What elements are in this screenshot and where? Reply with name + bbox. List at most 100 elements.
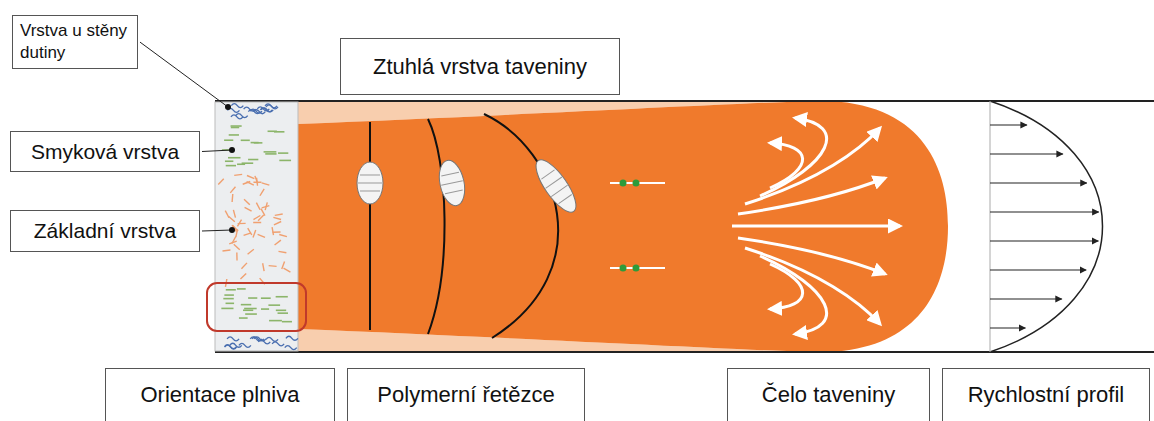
label-text: Vrstva u stěny dutiny bbox=[20, 20, 130, 64]
core-fibre bbox=[265, 202, 267, 210]
core-fibre bbox=[233, 210, 235, 218]
leader-dot bbox=[229, 227, 235, 233]
shear-fibre bbox=[243, 309, 253, 311]
core-fibre bbox=[275, 240, 281, 245]
core-fibre bbox=[273, 231, 281, 233]
shear-fibre bbox=[225, 160, 233, 162]
leader-dot bbox=[225, 104, 231, 110]
shear-fibre bbox=[274, 131, 284, 133]
shear-fibre bbox=[282, 321, 292, 323]
core-fibre bbox=[244, 199, 250, 205]
cross-section-panel bbox=[215, 102, 298, 351]
core-fibre bbox=[234, 174, 242, 175]
leader-line bbox=[140, 42, 228, 107]
core-fibre bbox=[240, 273, 246, 279]
core-fibre bbox=[274, 221, 281, 224]
shear-fibre bbox=[265, 153, 276, 155]
wall-fibre bbox=[272, 342, 284, 346]
wall-fibre bbox=[236, 114, 248, 118]
label-box: Smyková vrstva bbox=[10, 131, 200, 172]
core-fibre bbox=[253, 230, 256, 238]
shear-fibre bbox=[254, 142, 263, 144]
core-fibre bbox=[263, 263, 264, 271]
shear-fibre bbox=[231, 127, 239, 129]
core-fibre bbox=[237, 220, 241, 227]
shear-fibre bbox=[223, 298, 233, 300]
wall-fibre bbox=[266, 337, 278, 341]
core-fibre bbox=[244, 233, 252, 235]
label-box: Základní vrstva bbox=[10, 210, 200, 252]
label-text: Smyková vrstva bbox=[31, 140, 179, 164]
shear-fibre bbox=[226, 165, 236, 167]
shear-fibre bbox=[237, 288, 246, 290]
core-fibre bbox=[232, 237, 236, 244]
tracer-particles bbox=[610, 180, 665, 272]
shear-fibre bbox=[224, 294, 234, 296]
label-box: Rychlostní profil bbox=[942, 368, 1150, 421]
core-fibre bbox=[253, 215, 260, 219]
leader-line bbox=[202, 150, 232, 152]
shear-fibre bbox=[226, 303, 235, 305]
label-text: Čelo taveniny bbox=[762, 382, 895, 408]
core-fibre bbox=[222, 249, 230, 251]
shear-fibre bbox=[248, 159, 258, 161]
shear-fibre bbox=[245, 313, 257, 315]
shear-fibre bbox=[239, 317, 248, 319]
wall-fibre bbox=[231, 104, 243, 108]
polymer-chain bbox=[357, 162, 383, 204]
core-fibre bbox=[218, 179, 224, 185]
wall-fibre bbox=[244, 107, 256, 111]
leader-line bbox=[202, 230, 232, 231]
shear-fibre bbox=[264, 151, 277, 153]
velocity-arrow bbox=[990, 327, 1025, 328]
highlight-frame bbox=[207, 283, 306, 331]
shear-fibre bbox=[224, 139, 233, 141]
core-fibre bbox=[262, 183, 270, 185]
label-box: Polymerní řetězce bbox=[347, 368, 585, 421]
wall-fibre bbox=[266, 105, 278, 109]
label-text: Polymerní řetězce bbox=[377, 382, 554, 408]
velocity-arrow bbox=[990, 153, 1063, 154]
label-box: Ztuhlá vrstva taveniny bbox=[340, 38, 620, 95]
velocity-profile-axis bbox=[990, 101, 991, 352]
core-fibre bbox=[231, 194, 233, 202]
velocity-arrow bbox=[990, 182, 1087, 183]
shear-fibre bbox=[268, 304, 280, 306]
wall-fibre bbox=[252, 337, 264, 341]
velocity-arrow bbox=[990, 211, 1099, 212]
core-fibre bbox=[253, 222, 261, 223]
label-text: Rychlostní profil bbox=[968, 382, 1125, 408]
shear-fibre bbox=[242, 162, 254, 164]
core-fibre bbox=[253, 182, 261, 183]
shear-fibre bbox=[241, 139, 250, 141]
shear-fibre bbox=[278, 312, 288, 314]
core-fibre bbox=[236, 229, 238, 237]
velocity-arrow bbox=[990, 269, 1086, 270]
core-fibre bbox=[245, 207, 252, 211]
wall-fibre bbox=[225, 345, 237, 349]
velocity-arrows bbox=[990, 125, 1099, 328]
wall-fibre bbox=[285, 346, 297, 350]
flow-front-line bbox=[369, 122, 371, 330]
core-fibre bbox=[258, 234, 265, 237]
shear-fibre bbox=[261, 308, 269, 310]
velocity-arrow bbox=[990, 124, 1027, 125]
shear-fibre bbox=[241, 304, 251, 306]
shear-fibre bbox=[228, 157, 240, 159]
core-fibre bbox=[272, 227, 273, 235]
shear-fibre bbox=[229, 134, 239, 136]
core-fibre bbox=[279, 235, 287, 237]
shear-fibre bbox=[276, 296, 288, 298]
wall-fibre bbox=[230, 343, 242, 347]
core-fibre bbox=[236, 253, 238, 261]
core-fibre bbox=[283, 268, 290, 272]
core-fibre bbox=[243, 181, 251, 184]
shear-fibre bbox=[279, 160, 291, 162]
shear-fibre bbox=[221, 308, 233, 310]
core-fibre bbox=[256, 203, 260, 210]
velocity-arrow bbox=[990, 298, 1062, 299]
shear-fibre bbox=[261, 297, 271, 299]
label-box: Čelo taveniny bbox=[727, 368, 930, 421]
melt-body bbox=[298, 101, 948, 352]
core-fibre bbox=[273, 217, 281, 219]
